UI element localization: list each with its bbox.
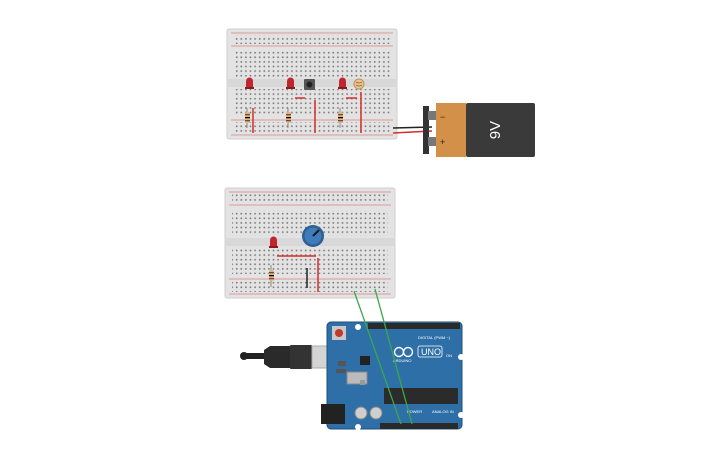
analog-label: ANALOG IN bbox=[432, 409, 454, 414]
resistor-4[interactable] bbox=[269, 265, 274, 287]
on-label: ON bbox=[446, 353, 452, 358]
battery-9v[interactable]: − + 9V bbox=[423, 103, 535, 157]
potentiometer[interactable] bbox=[302, 225, 324, 247]
reset-button[interactable] bbox=[335, 329, 343, 337]
battery-plus-label: + bbox=[440, 137, 445, 147]
battery-minus-label: − bbox=[440, 112, 445, 122]
resistor-3[interactable] bbox=[338, 108, 343, 128]
wires-bottom[interactable] bbox=[277, 255, 319, 292]
resistor-1[interactable] bbox=[245, 108, 250, 128]
resistor-2[interactable] bbox=[286, 108, 291, 128]
led-4[interactable] bbox=[269, 236, 278, 248]
brand-label: ARDUINO bbox=[393, 358, 411, 363]
uno-logo: UNO bbox=[421, 347, 441, 357]
photoresistor[interactable] bbox=[353, 78, 365, 90]
pushbutton[interactable] bbox=[304, 79, 315, 90]
wires-green[interactable] bbox=[353, 288, 413, 425]
battery-voltage-label: 9V bbox=[487, 121, 504, 139]
arduino-uno-board[interactable]: DIGITAL (PWM ~) ARDUINO UNO ON POWER ANA… bbox=[321, 321, 464, 430]
led-1[interactable] bbox=[245, 77, 254, 89]
led-3[interactable] bbox=[338, 77, 347, 89]
led-2[interactable] bbox=[286, 77, 295, 89]
power-label: POWER bbox=[407, 409, 422, 414]
digital-label: DIGITAL (PWM ~) bbox=[418, 335, 451, 340]
